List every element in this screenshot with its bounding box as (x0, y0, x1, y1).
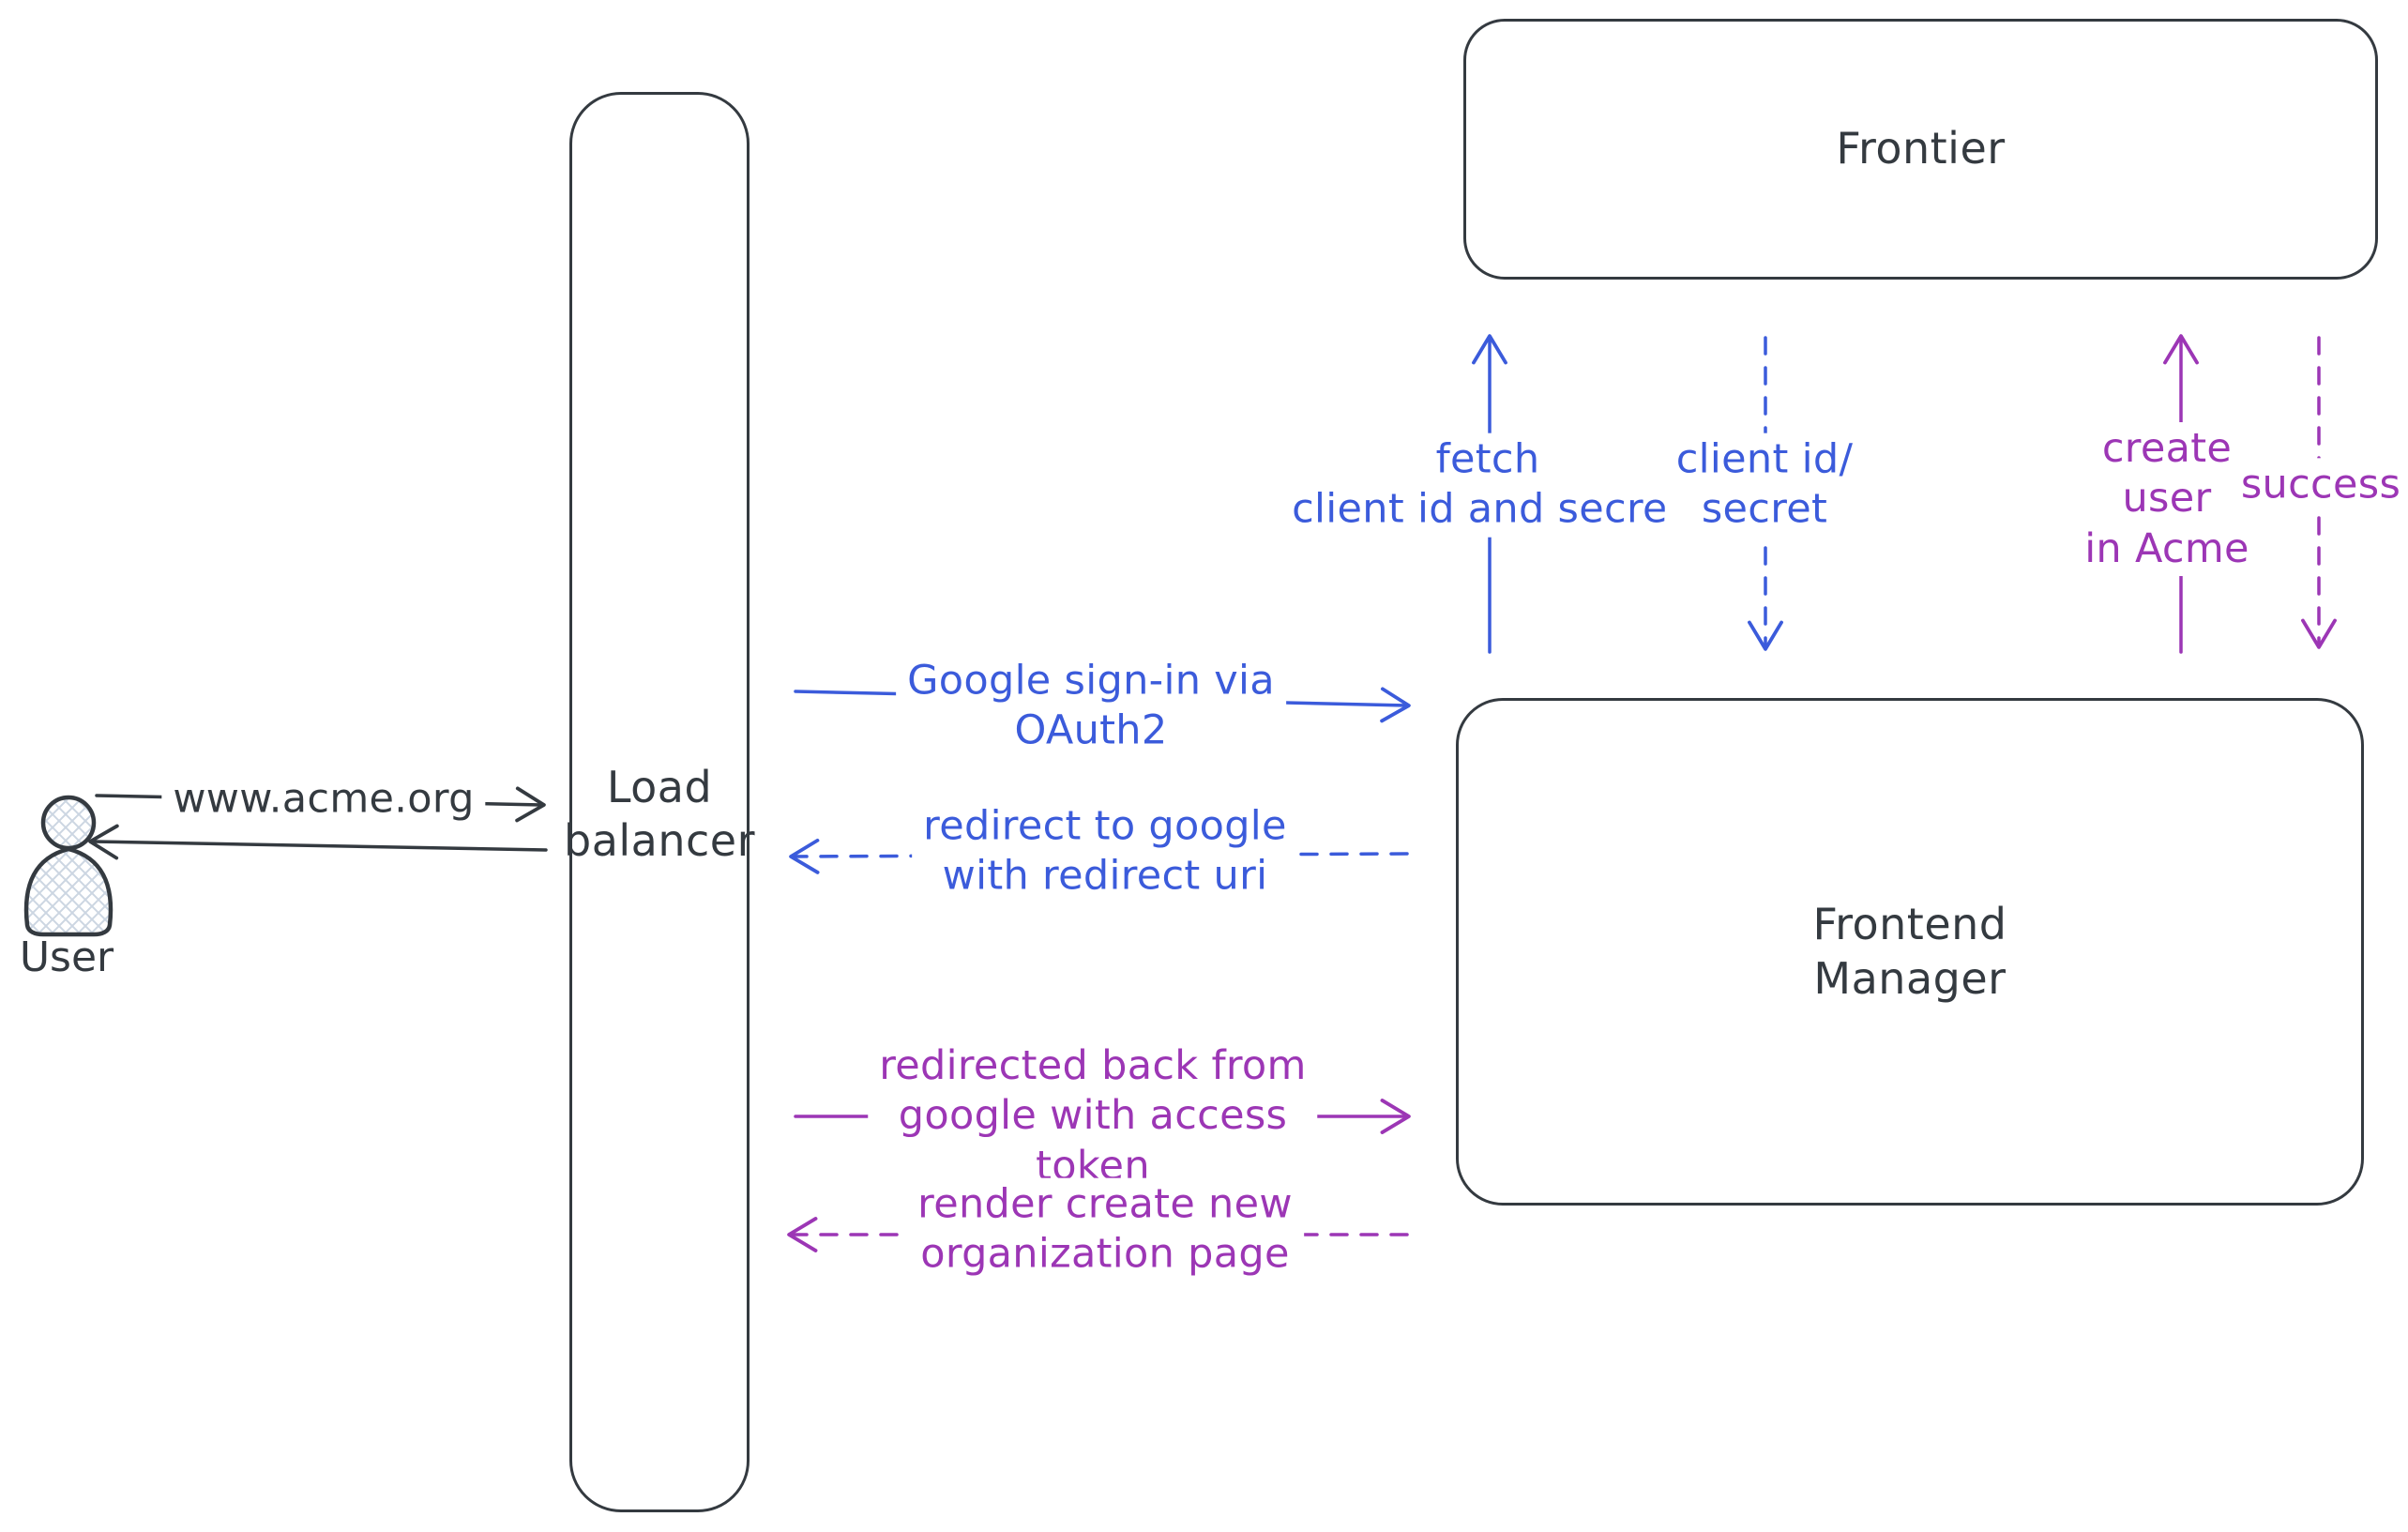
frontend-manager-label: Frontend Manager (1812, 899, 2007, 1004)
edge-label-redirect-to-google: redirect to google with redirect uri (912, 799, 1298, 904)
edge-label-google-sign-in: Google sign-in via OAuth2 (896, 654, 1286, 759)
edge-label-redirected-back: redirected back from google with access … (868, 1039, 1318, 1193)
node-frontier: Frontier (1463, 19, 2378, 280)
load-balancer-label: Load balancer (564, 761, 756, 867)
edge-label-www-acme-org: www.acme.org (161, 772, 486, 827)
edge-label-create-user-in-acme: create user in Acme (2046, 422, 2288, 576)
edge-label-render-org-page: render create new organization page (906, 1177, 1304, 1282)
edge-label-client-id-secret: client id/ secret (1664, 432, 1865, 538)
user-icon (23, 795, 114, 937)
node-load-balancer: Load balancer (564, 92, 755, 1512)
edge-label-fetch-client-id-secret: fetch client id and secret (1280, 432, 1695, 538)
user-label: User (19, 933, 114, 982)
frontier-label: Frontier (1836, 123, 2006, 174)
edge-response-to-user (88, 824, 548, 860)
edge-label-success: success (2229, 458, 2408, 512)
node-frontend-manager: Frontend Manager (1456, 698, 2364, 1206)
